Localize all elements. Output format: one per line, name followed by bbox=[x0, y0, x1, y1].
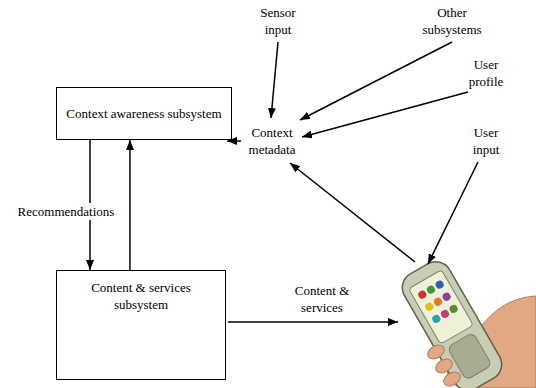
phone-body bbox=[396, 256, 507, 388]
input-arrow bbox=[290, 163, 415, 262]
metadata-arrow bbox=[227, 140, 241, 142]
input-arrow bbox=[302, 92, 468, 137]
input-arrow bbox=[300, 42, 452, 120]
flow-arrow bbox=[129, 140, 131, 270]
process-box: Content & services subsystem bbox=[56, 270, 226, 380]
process-box: Context awareness subsystem bbox=[56, 87, 232, 140]
box-label: Context awareness subsystem bbox=[66, 105, 221, 122]
flow-label: Sensor input bbox=[258, 4, 297, 38]
output-arrow bbox=[228, 321, 398, 323]
input-arrow bbox=[428, 162, 478, 264]
flow-label: User profile bbox=[467, 56, 506, 90]
input-arrow bbox=[271, 42, 278, 118]
edge-label: Recommendations bbox=[16, 203, 117, 220]
flow-label: Other subsystems bbox=[420, 4, 483, 38]
flow-label: User input bbox=[471, 124, 502, 158]
box-label: Content & services subsystem bbox=[75, 279, 207, 313]
phone-illustration bbox=[396, 256, 536, 388]
flow-label: Content & services bbox=[287, 282, 357, 316]
flow-label: Context metadata bbox=[247, 124, 298, 158]
